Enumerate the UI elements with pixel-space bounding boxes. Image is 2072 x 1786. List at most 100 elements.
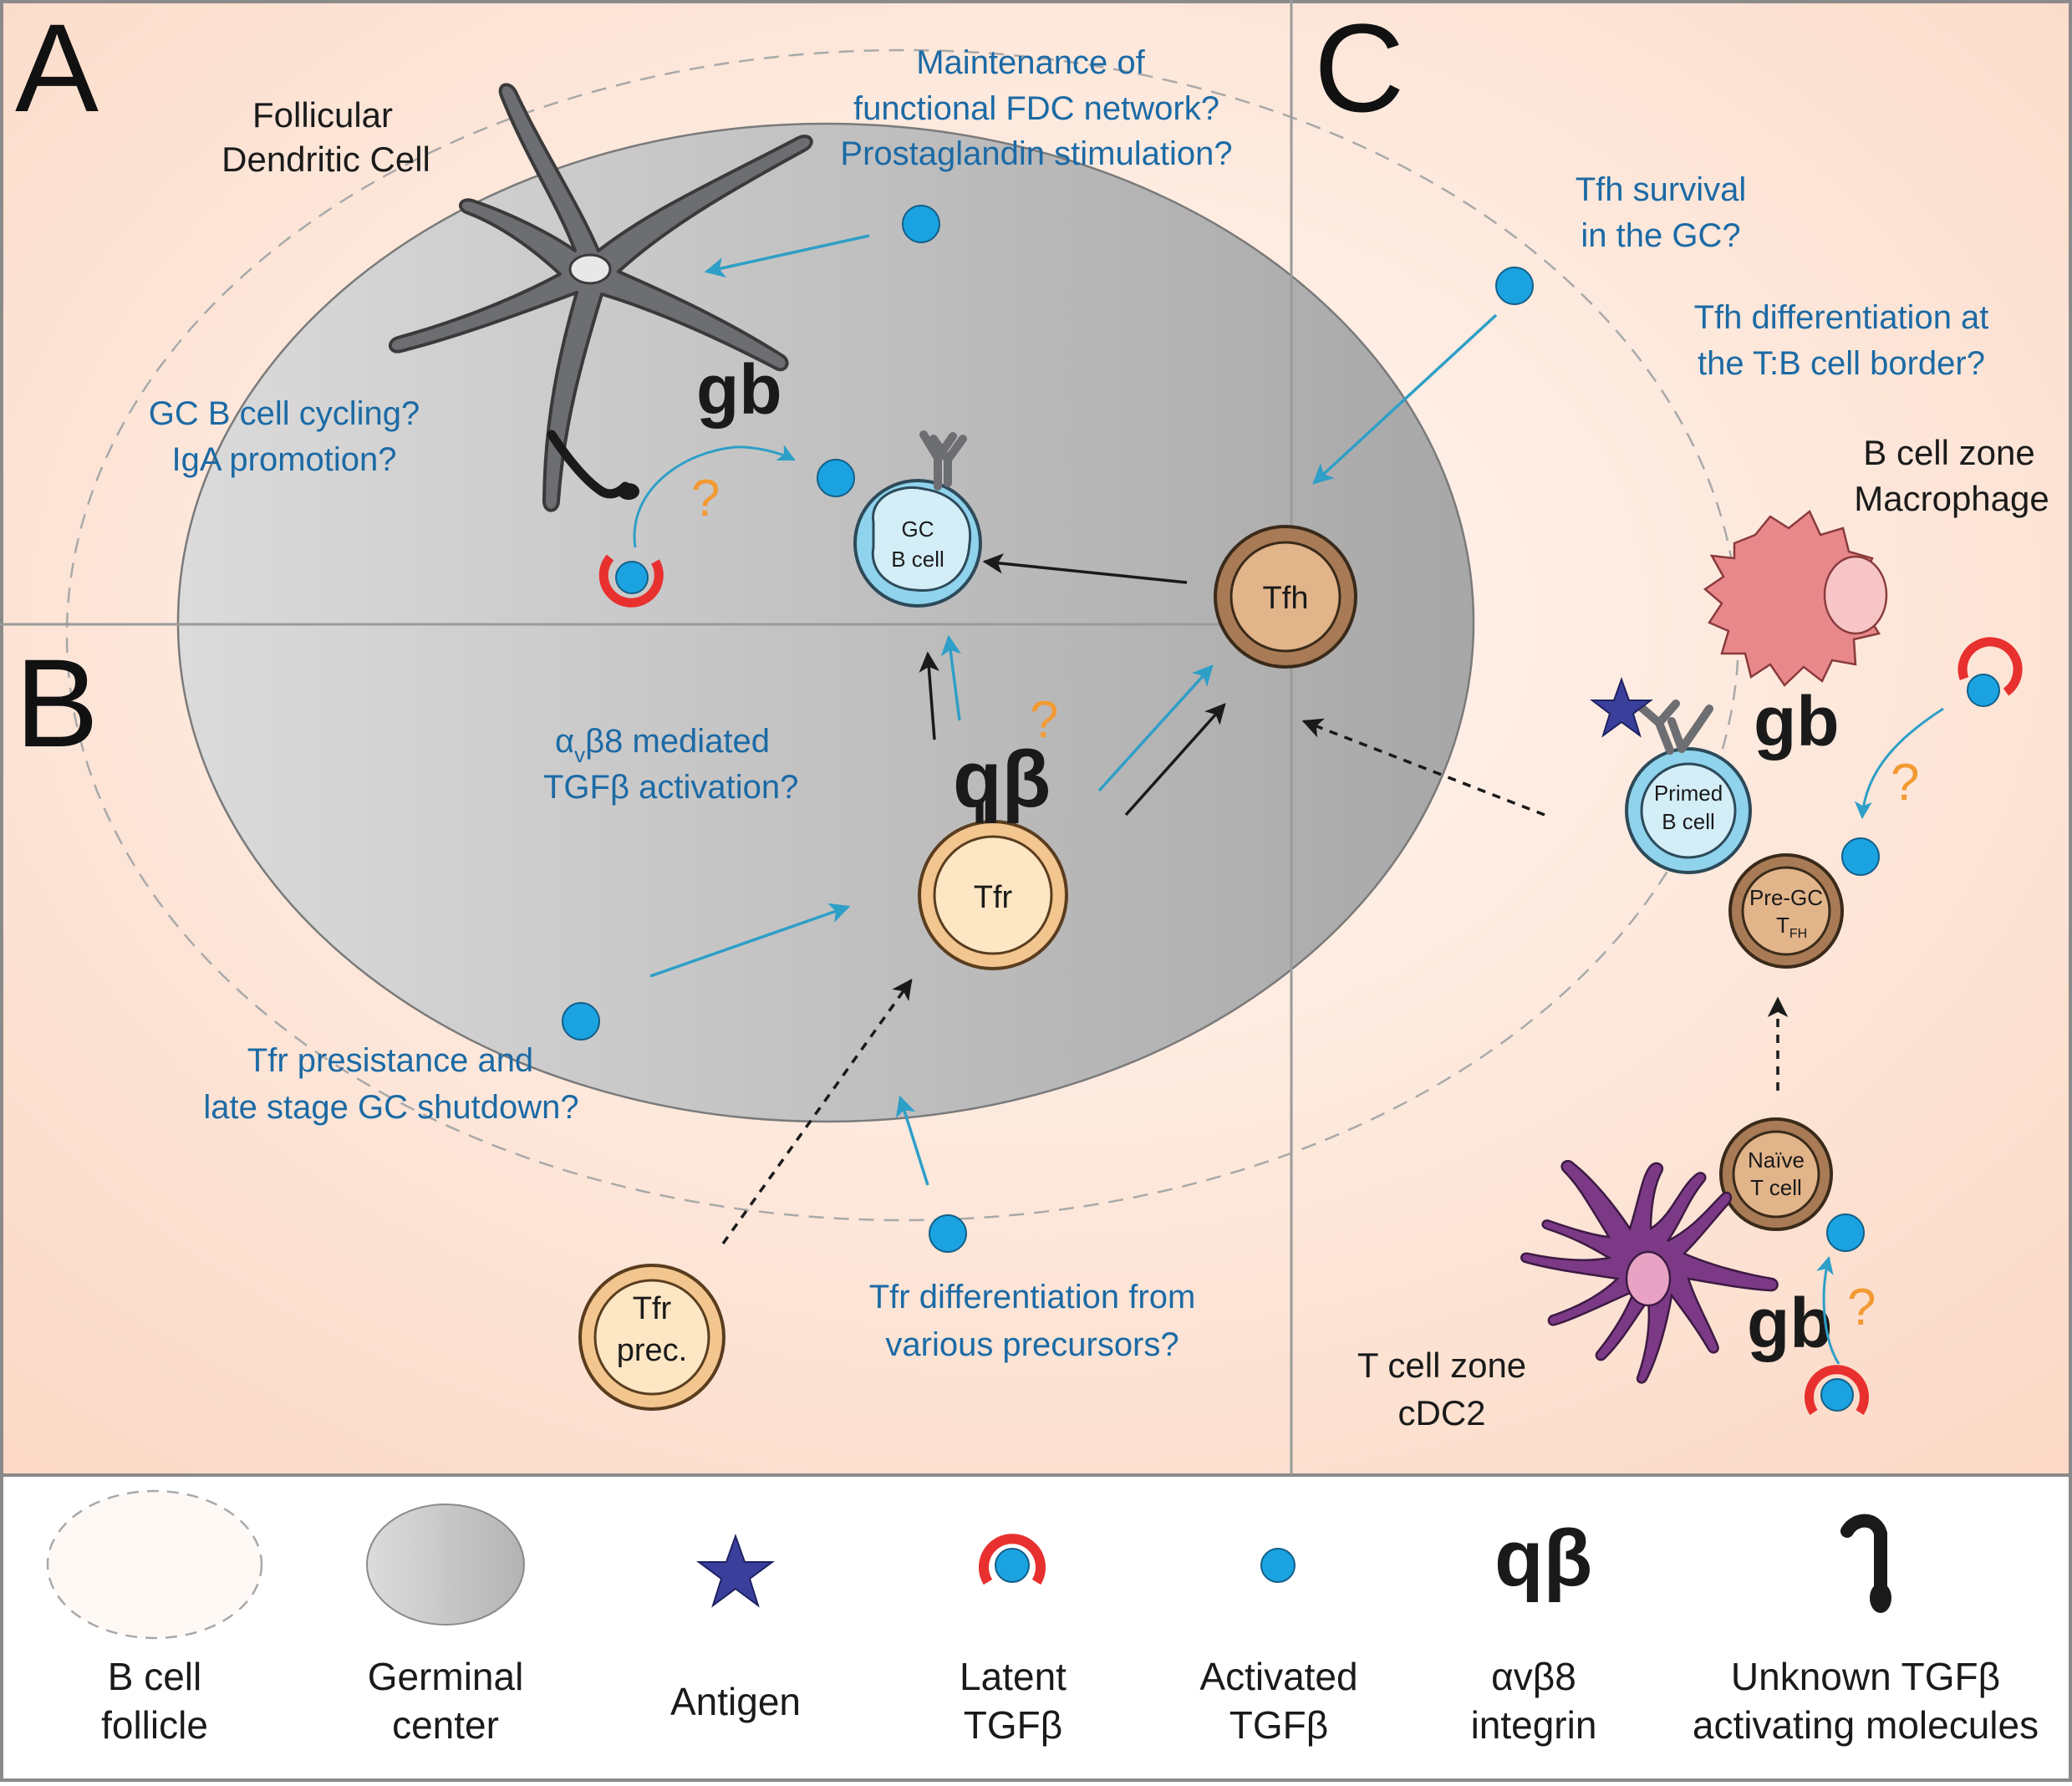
legend-label-latent-1: Latent [960, 1655, 1067, 1698]
legend-label-activated-1: Activated [1199, 1655, 1357, 1698]
legend: qβ B cell follicle Germinal center Antig… [46, 1489, 2039, 1747]
legend-follicle-icon [46, 1489, 263, 1640]
activated-tgfb-fdc [902, 205, 940, 243]
question-gc-b-line1: GC B cell cycling? [149, 395, 420, 432]
primed-b-label-line1: Primed [1654, 781, 1723, 806]
arrow-latent-activation-c2 [1816, 1255, 1840, 1365]
fdc-label-line1: Follicular [252, 95, 393, 135]
avb8-integrin-tfr: qβ [953, 735, 1051, 824]
legend-activated-tgfb-icon [1260, 1548, 1296, 1583]
question-differentiation-line1: Tfr differentiation from [869, 1279, 1196, 1315]
unknown-activator-fdc-head [618, 483, 639, 500]
antigen-star [1590, 677, 1653, 738]
gc-b-cell-label-line1: GC [902, 516, 934, 542]
question-mark-c1: ? [1891, 754, 1919, 812]
legend-antigen-icon [695, 1534, 776, 1608]
question-survival-line2: in the GC? [1581, 217, 1740, 254]
arrow-tgfb-to-tfr [649, 903, 851, 978]
question-activation-line1: αvβ8 mediated [555, 723, 770, 767]
pre-gc-label: Pre-GC [1749, 885, 1823, 910]
cdc2-label-line2: cDC2 [1397, 1393, 1485, 1432]
tfr-prec-label-line2: prec. [617, 1333, 687, 1368]
cdc2-label-line1: T cell zone [1357, 1346, 1526, 1385]
question-survival-line1: Tfh survival [1576, 171, 1747, 208]
latent-tgfb-panel-a [598, 554, 664, 608]
legend-label-avb8-1: αvβ8 [1491, 1655, 1576, 1698]
tfr-label: Tfr [974, 880, 1013, 915]
fdc-label-line2: Dendritic Cell [221, 140, 430, 179]
legend-label-latent-2: TGFβ [964, 1703, 1062, 1747]
arrow-tgfb-to-tfh [1312, 313, 1498, 485]
question-gc-b-line2: IgA promotion? [171, 441, 396, 478]
cdc2-dendritic-cell [1520, 1159, 1779, 1384]
legend-label-unknown-2: activating molecules [1693, 1703, 2039, 1747]
activated-tgfb-naive [1826, 1214, 1865, 1252]
question-fdc-line3: Prostaglandin stimulation? [840, 135, 1232, 172]
primed-b-cell [1625, 700, 1752, 874]
arrow-tfh-to-gc-b [982, 553, 1188, 584]
arrow-tgfb-to-fdc [704, 234, 870, 278]
arrow-latent-activation-c1 [1854, 707, 1944, 820]
naive-label-line2: T cell [1750, 1175, 1802, 1200]
legend-label-follicle-2: follicle [101, 1703, 208, 1747]
legend-latent-tgfb-icon [979, 1534, 1046, 1585]
question-persistence-line1: Tfr presistance and [247, 1042, 533, 1079]
gc-b-cell [853, 430, 982, 608]
arrow-latent-activation-a [633, 445, 796, 548]
latent-tgfb-macrophage [1957, 637, 2023, 707]
tfr-cell [918, 820, 1068, 970]
arrow-tgfb-to-differentiation [895, 1095, 929, 1186]
legend-label-gc-2: center [392, 1703, 499, 1747]
activated-tgfb-gc-b [817, 459, 855, 497]
b-cell-zone-macrophage [1703, 510, 1888, 687]
question-differentiation-line2: various precursors? [885, 1326, 1179, 1363]
question-activation-line2: TGFβ activation? [543, 769, 798, 806]
latent-tgfb-cdc2 [1805, 1365, 1869, 1416]
legend-label-activated-2: TGFβ [1229, 1703, 1328, 1747]
activated-tgfb-pre-gc [1841, 837, 1880, 876]
legend-label-antigen: Antigen [670, 1680, 801, 1723]
legend-label-avb8-2: integrin [1471, 1703, 1597, 1747]
tfh-cell [1214, 525, 1357, 669]
legend-label-unknown-1: Unknown TGFβ [1731, 1655, 2000, 1698]
legend-unknown-activator-icon [1840, 1514, 1891, 1613]
pre-gc-tfh-label: TFH [1776, 913, 1807, 941]
activated-tgfb-differentiation [929, 1214, 967, 1253]
macrophage-label-line1: B cell zone [1863, 433, 2034, 472]
avb8-integrin-macrophage: gb [1754, 682, 1840, 761]
macrophage-label-line2: Macrophage [1854, 479, 2049, 518]
arrow-tfr-to-gc-b-black [919, 651, 939, 740]
activated-tgfb-survival [1495, 267, 1534, 305]
question-fdc-line2: functional FDC network? [853, 90, 1219, 127]
arrow-tfr-to-tfh-black [1124, 703, 1226, 817]
legend-label-follicle-1: B cell [108, 1655, 201, 1698]
tfr-prec-label-line1: Tfr [633, 1291, 672, 1326]
question-mark-b: ? [1030, 691, 1058, 749]
naive-label-line1: Naïve [1748, 1147, 1805, 1173]
tfh-label: Tfh [1263, 581, 1309, 616]
panel-label-b: B [15, 633, 99, 773]
legend-label-gc-1: Germinal [368, 1655, 524, 1698]
question-border-line2: the T:B cell border? [1698, 345, 1985, 382]
follicular-dendritic-cell [389, 83, 813, 512]
arrow-tfr-to-gc-b-blue [940, 634, 961, 721]
question-border-line1: Tfh differentiation at [1694, 299, 1989, 336]
activated-tgfb-persistence [562, 1002, 600, 1041]
question-mark-c2: ? [1847, 1279, 1876, 1336]
question-fdc-line1: Maintenance of [916, 44, 1145, 81]
avb8-integrin-fdc: gb [696, 350, 782, 429]
arrow-tfr-to-tfh-blue [1097, 664, 1214, 792]
legend-germinal-center-icon [366, 1504, 525, 1626]
pre-gc-tfh-cell [1728, 853, 1844, 969]
panel-label-c: C [1314, 0, 1404, 138]
gc-b-cell-label-line2: B cell [891, 547, 944, 572]
naive-t-cell [1719, 1117, 1833, 1231]
arrow-pre-gc-to-tfh [1301, 718, 1545, 817]
primed-b-label-line2: B cell [1662, 809, 1715, 834]
arrow-prec-to-tfr [721, 979, 913, 1245]
panel-label-a: A [15, 0, 99, 138]
tfr-precursor-cell [578, 1264, 725, 1411]
